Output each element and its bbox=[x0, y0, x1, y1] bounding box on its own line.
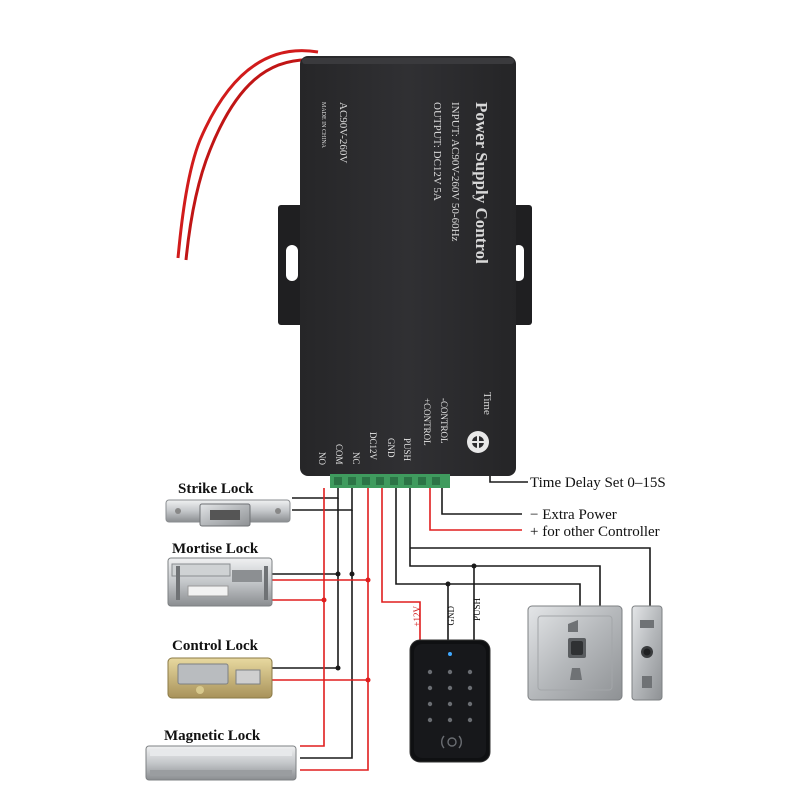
magnetic-lock-label: Magnetic Lock bbox=[164, 728, 261, 744]
keypad-keys bbox=[427, 669, 473, 723]
terminal-label-nc: NC bbox=[351, 452, 361, 465]
terminal-label-no: NO bbox=[317, 452, 327, 465]
keypad-gnd-label: GND bbox=[446, 606, 456, 626]
controller-output-spec: OUTPUT: DC12V 5A bbox=[431, 102, 443, 201]
keypad-reader bbox=[409, 639, 491, 763]
terminal-label-gnd: GND bbox=[386, 438, 396, 458]
strike-lock-label: Strike Lock bbox=[178, 481, 254, 497]
terminal-label-dc12v: DC12V bbox=[368, 432, 378, 461]
extra-power-plus-callout: + for other Controller bbox=[530, 524, 660, 540]
keypad-plus12v-label: +12V bbox=[412, 606, 422, 627]
mounting-ear-left bbox=[278, 205, 306, 325]
wire-junctions bbox=[321, 563, 477, 683]
terminal-block bbox=[330, 474, 450, 488]
mortise-lock-image bbox=[167, 557, 273, 607]
terminal-labels: -CONTROL +CONTROL PUSH GND DC12V NC COM … bbox=[317, 398, 449, 465]
controller-voltage-range: AC90V-260V bbox=[337, 102, 349, 163]
control-lock-image bbox=[167, 657, 273, 699]
extra-power-minus-callout: − Extra Power bbox=[530, 507, 617, 523]
power-supply-controller: Power Supply Control INPUT: AC90V-260V 5… bbox=[300, 56, 516, 476]
exit-button-slim bbox=[631, 605, 663, 701]
magnetic-lock-image bbox=[145, 745, 297, 781]
mortise-lock-label: Mortise Lock bbox=[172, 541, 259, 557]
control-lock-label: Control Lock bbox=[172, 638, 259, 654]
time-knob-label: Time bbox=[481, 392, 493, 415]
terminal-label-com: COM bbox=[334, 444, 344, 465]
strike-lock-image bbox=[165, 499, 291, 527]
rfid-icon bbox=[441, 735, 462, 749]
controller-input-spec: INPUT: AC90V-260V 50-60Hz bbox=[449, 102, 461, 242]
ac-input-wires bbox=[176, 49, 319, 261]
terminal-label-push: PUSH bbox=[402, 438, 412, 462]
controller-title: Power Supply Control bbox=[472, 102, 491, 264]
terminal-label-minus-control: -CONTROL bbox=[439, 398, 449, 444]
terminal-label-plus-control: +CONTROL bbox=[422, 398, 432, 446]
controller-origin: MADE IN CHINA bbox=[320, 102, 326, 149]
exit-button-square bbox=[527, 605, 623, 701]
time-delay-callout: Time Delay Set 0–15S bbox=[530, 475, 666, 491]
time-knob-icon bbox=[467, 431, 489, 453]
keypad-push-label: PUSH bbox=[472, 598, 482, 622]
